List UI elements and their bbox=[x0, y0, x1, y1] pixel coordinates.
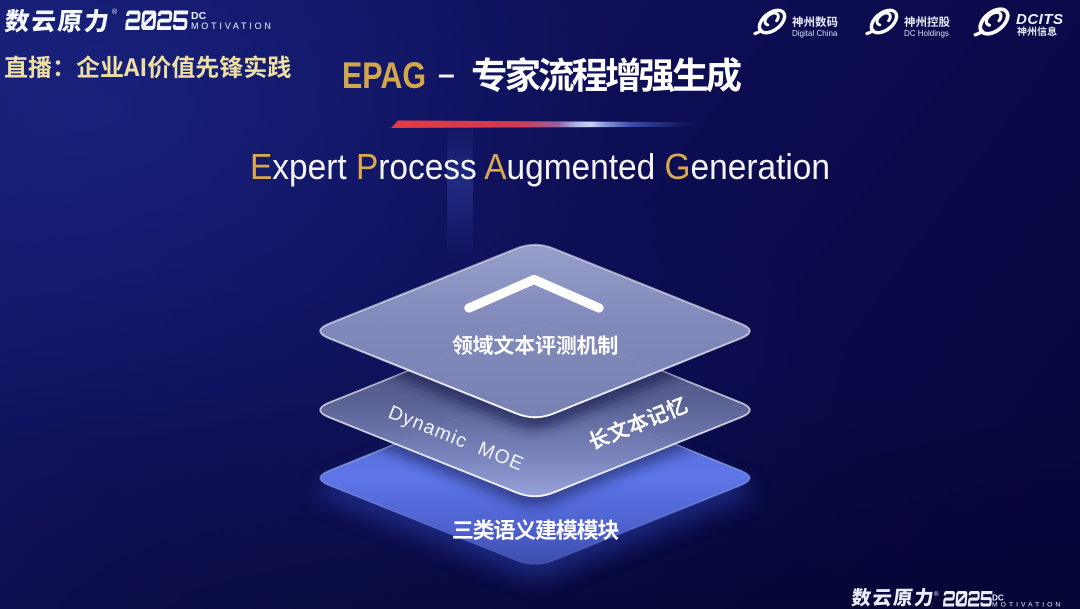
svg-text:DC: DC bbox=[992, 594, 1004, 603]
svg-text:®: ® bbox=[112, 8, 118, 16]
svg-text:Digital China: Digital China bbox=[792, 29, 838, 38]
svg-text:DC Holdings: DC Holdings bbox=[904, 29, 949, 38]
svg-text:EPAG: EPAG bbox=[342, 55, 426, 96]
svg-text:MOTIVATION: MOTIVATION bbox=[191, 21, 274, 31]
svg-text:DCITS: DCITS bbox=[1016, 11, 1064, 28]
svg-text:MOTIVATION: MOTIVATION bbox=[992, 602, 1063, 609]
svg-text:–: – bbox=[438, 58, 455, 91]
svg-text:DC: DC bbox=[191, 10, 207, 22]
svg-text:®: ® bbox=[934, 591, 939, 598]
svg-text:Expert Process Augmented Gener: Expert Process Augmented Generation bbox=[250, 146, 830, 187]
